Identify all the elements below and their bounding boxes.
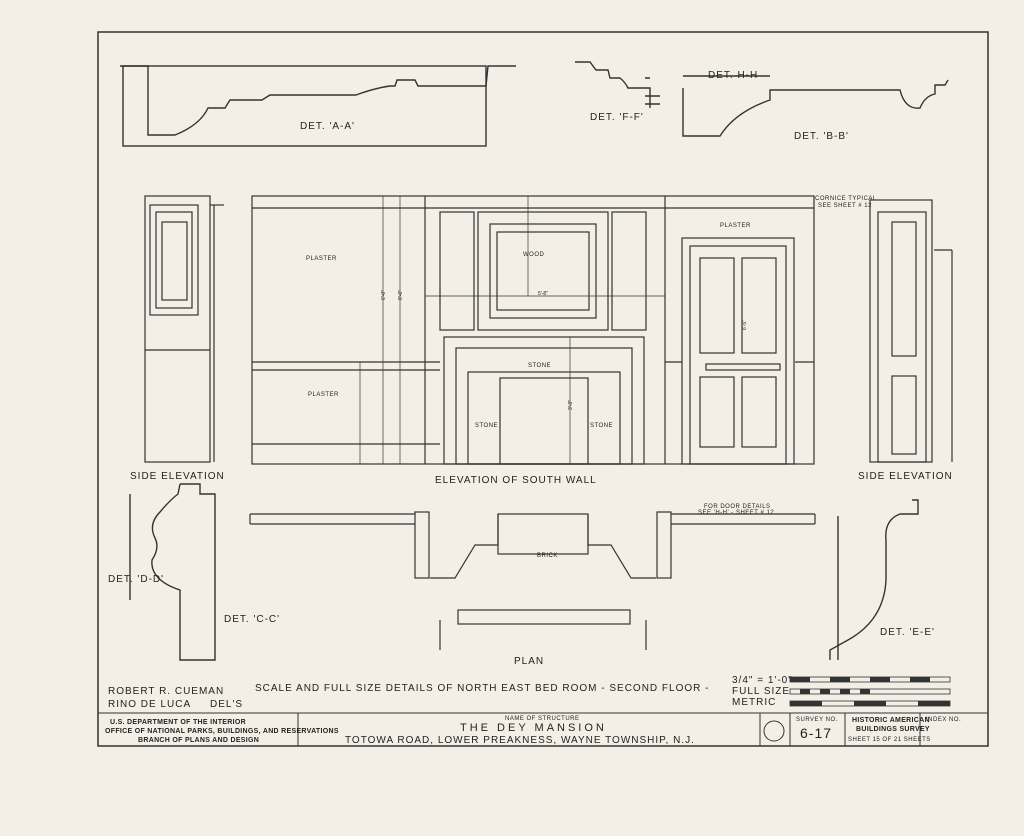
- stone-left-label: STONE: [475, 423, 498, 429]
- stone-right-label: STONE: [590, 423, 613, 429]
- side-elevation-right-label: SIDE ELEVATION: [858, 471, 953, 482]
- scale-metric: METRIC: [732, 697, 776, 708]
- plaster-upper-label: PLASTER: [306, 256, 337, 262]
- plan-label: PLAN: [514, 656, 544, 667]
- agency-line-1: U.S. DEPARTMENT OF THE INTERIOR: [110, 719, 246, 726]
- dim-text: 3'-3": [568, 400, 574, 410]
- det-dd-cc-profile: [129, 483, 216, 661]
- det-aa-label: DET. 'A-A': [300, 121, 355, 132]
- det-ee-profile: [829, 499, 919, 660]
- det-aa-box: [122, 65, 487, 147]
- delineators-suffix: DEL'S: [210, 699, 243, 710]
- plan-drawing: [249, 511, 816, 650]
- structure-location: TOTOWA ROAD, LOWER PREAKNESS, WAYNE TOWN…: [345, 735, 695, 746]
- habs-line-2: BUILDINGS SURVEY: [856, 726, 930, 733]
- scale-ratio: 3/4" = 1'-0": [732, 675, 793, 686]
- survey-no-label: SURVEY NO.: [796, 717, 838, 723]
- structure-name: THE DEY MANSION: [460, 722, 607, 734]
- sheet-caption: SCALE AND FULL SIZE DETAILS OF NORTH EAS…: [255, 683, 709, 694]
- dim-text: 5'-8": [538, 291, 548, 297]
- delineator-1: ROBERT R. CUEMAN: [108, 686, 224, 697]
- door-details-note-2: SEE 'H-H' - SHEET # 12: [698, 510, 774, 516]
- door-details-note: FOR DOOR DETAILS: [704, 504, 771, 510]
- right-side-elevation-drawing: [869, 199, 953, 463]
- moulding-profiles: [120, 61, 949, 147]
- south-wall-drawing: [251, 195, 815, 465]
- plaster-lower-label: PLASTER: [308, 392, 339, 398]
- dim-text: 8'-0": [398, 290, 404, 300]
- side-elevation-left-label: SIDE ELEVATION: [130, 471, 225, 482]
- sheet-border: [97, 31, 989, 747]
- dimension-text: 6'-0" 8'-0" 5'-8" 3'-3" 6'-5": [381, 290, 748, 410]
- title-block: [98, 712, 988, 746]
- agency-line-2: OFFICE OF NATIONAL PARKS, BUILDINGS, AND…: [105, 728, 339, 735]
- plaster-door-label: PLASTER: [720, 223, 751, 229]
- dimension-lines: [359, 196, 665, 464]
- graphic-scale-bars: [789, 676, 951, 707]
- survey-number: 6-17: [800, 725, 832, 741]
- det-dd-label: DET. 'D-D': [108, 574, 164, 585]
- south-wall-label: ELEVATION OF SOUTH WALL: [435, 475, 597, 486]
- det-cc-label: DET. 'C-C': [224, 614, 280, 625]
- delineator-2: RINO DE LUCA: [108, 699, 191, 710]
- index-no-label: INDEX NO.: [926, 717, 961, 723]
- det-ff-label: DET. 'F-F': [590, 112, 644, 123]
- material-labels: PLASTER PLASTER WOOD STONE STONE STONE P…: [306, 196, 877, 429]
- dim-text: 6'-0": [381, 290, 387, 300]
- det-hh-label: DET. H-H: [708, 70, 758, 81]
- agency-line-3: BRANCH OF PLANS AND DESIGN: [138, 737, 259, 744]
- det-bb-label: DET. 'B-B': [794, 131, 849, 142]
- left-side-elevation-drawing: [144, 195, 224, 463]
- det-ee-label: DET. 'E-E': [880, 627, 935, 638]
- name-of-structure-label: NAME OF STRUCTURE: [505, 716, 580, 722]
- sheet-number: SHEET 15 OF 21 SHEETS: [848, 737, 931, 743]
- stone-top-label: STONE: [528, 363, 551, 369]
- cornice-note-2: SEE SHEET # 12: [818, 203, 872, 209]
- dim-text: 6'-5": [742, 320, 748, 330]
- scale-full: FULL SIZE: [732, 686, 790, 697]
- cornice-note: CORNICE TYPICAL: [815, 196, 877, 202]
- brick-label: BRICK: [537, 553, 558, 559]
- habs-line-1: HISTORIC AMERICAN: [852, 717, 930, 724]
- wood-label: WOOD: [523, 252, 544, 258]
